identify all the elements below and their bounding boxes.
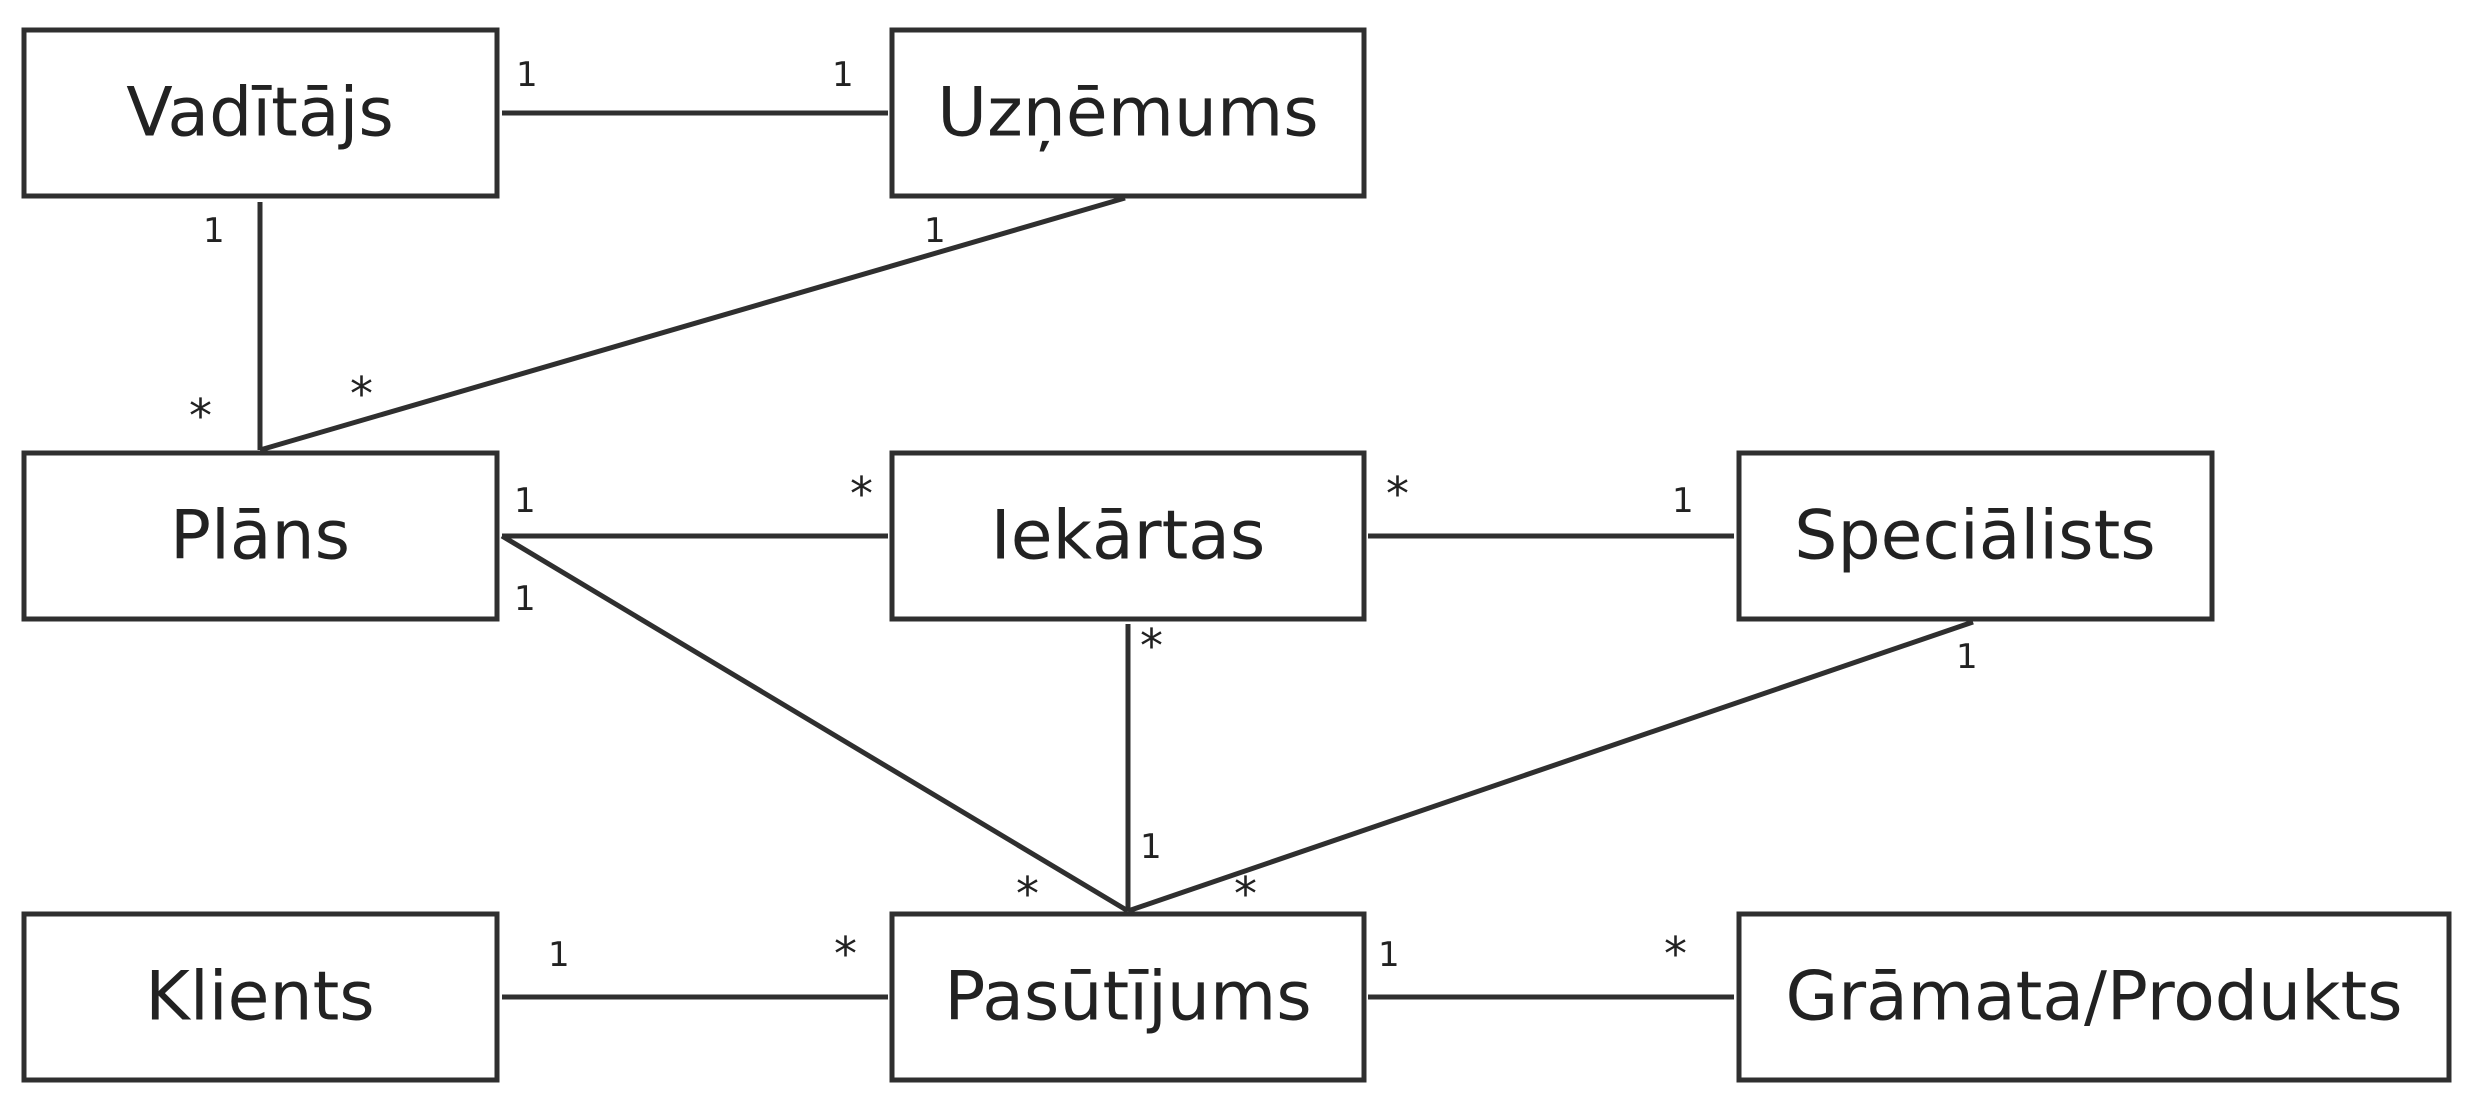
entity-klients[interactable]: Klients [21,911,500,1083]
assoc-uznemums-plans[interactable] [259,195,1126,453]
mult-iekartas-pasutijums-to: 1 [1140,827,1162,867]
mult-klients-pasutijums-from: 1 [548,935,570,975]
entity-label: Pasūtījums [944,958,1311,1037]
mult-pasutijums-gramata-from: 1 [1378,935,1400,975]
mult-specialists-pasutijums-from: 1 [1956,637,1978,677]
entity-pasutijums[interactable]: Pasūtījums [889,911,1367,1083]
mult-vaditajs-plans-from: 1 [203,211,225,251]
entity-label: Uzņēmums [937,74,1318,153]
entity-gramata-produkts[interactable]: Grāmata/Produkts [1736,911,2452,1083]
mult-iekartas-pasutijums-from: * [1140,619,1163,673]
mult-plans-iekartas-to: * [850,467,873,521]
entity-label: Klients [145,958,374,1037]
entity-label: Plāns [170,497,350,576]
mult-uznemums-plans-from: 1 [924,211,946,251]
mult-pasutijums-gramata-to: * [1664,927,1687,981]
mult-iekartas-specialists-to: 1 [1672,481,1694,521]
mult-plans-pasutijums-from: 1 [514,579,536,619]
mult-iekartas-specialists-from: * [1386,467,1409,521]
assoc-plans-pasutijums[interactable] [500,533,1130,914]
mult-plans-pasutijums-to: * [1016,867,1039,921]
mult-uznemums-plans-to: * [350,367,373,421]
entity-label: Speciālists [1794,497,2155,576]
entity-vaditajs[interactable]: Vadītājs [21,27,500,199]
assoc-specialists-pasutijums[interactable] [1127,619,1974,914]
entity-label: Vadītājs [126,74,394,153]
mult-klients-pasutijums-to: * [834,927,857,981]
entity-uznemums[interactable]: Uzņēmums [889,27,1367,199]
mult-vaditajs-uznemums-to: 1 [832,55,854,95]
entity-iekartas[interactable]: Iekārtas [889,450,1367,622]
mult-plans-iekartas-from: 1 [514,481,536,521]
entity-label: Grāmata/Produkts [1785,958,2402,1037]
mult-specialists-pasutijums-to: * [1234,867,1257,921]
mult-vaditajs-uznemums-from: 1 [516,55,538,95]
entity-label: Iekārtas [991,497,1266,576]
entity-specialists[interactable]: Speciālists [1736,450,2215,622]
entity-plans[interactable]: Plāns [21,450,500,622]
mult-vaditajs-plans-to: * [189,389,212,443]
